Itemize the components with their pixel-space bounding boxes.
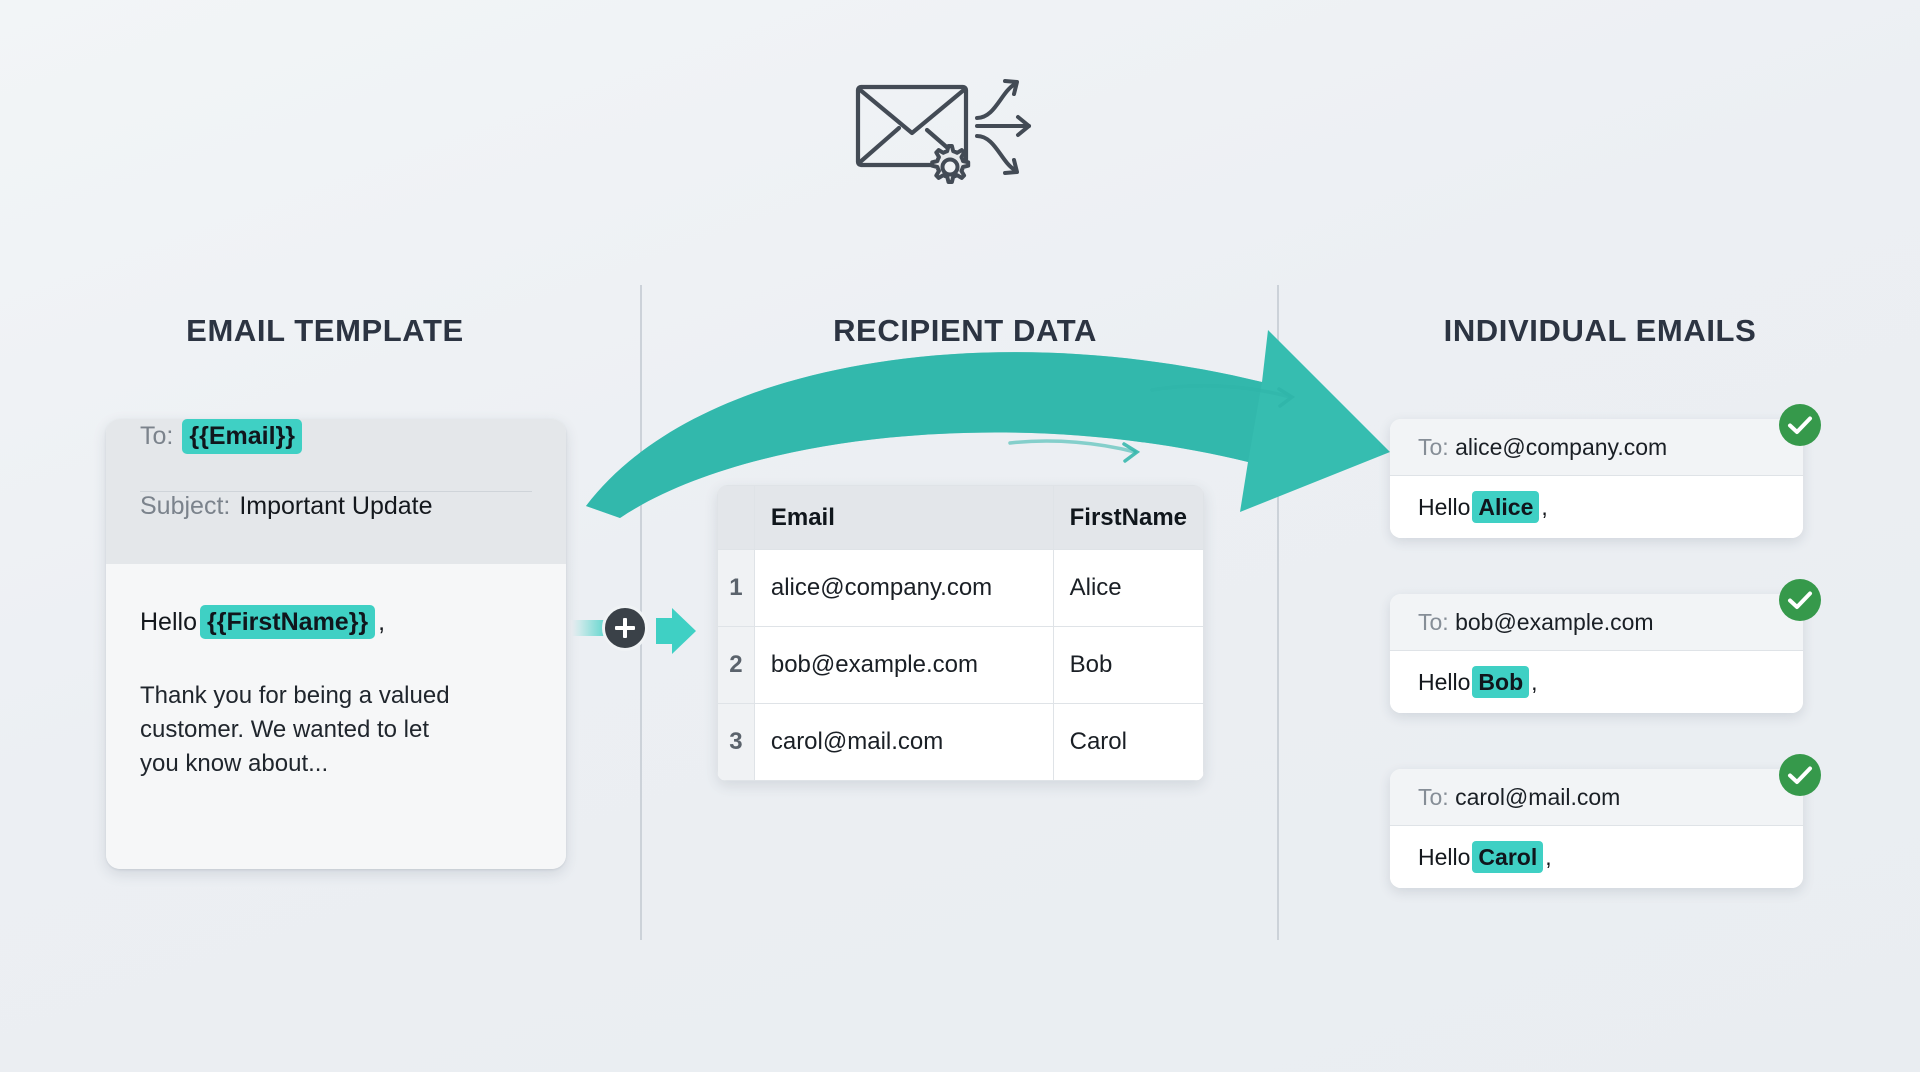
row-email: bob@example.com — [753, 626, 1054, 704]
plus-merge-icon — [602, 605, 648, 651]
table-header-index — [717, 485, 755, 550]
template-subject-value: Important Update — [239, 492, 433, 520]
table-header-email: Email — [753, 485, 1054, 550]
recipient-data-table[interactable]: Email FirstName 1 alice@company.com Alic… — [717, 485, 1204, 781]
email-greeting-suffix: , — [1545, 844, 1552, 870]
check-circle-icon — [1779, 404, 1821, 446]
row-email: alice@company.com — [753, 549, 1054, 627]
template-to-label: To: — [140, 422, 174, 450]
email-merged-name: Carol — [1472, 841, 1544, 873]
row-index: 1 — [717, 549, 755, 627]
row-firstname: Alice — [1052, 549, 1204, 627]
email-to-value: bob@example.com — [1455, 609, 1654, 635]
template-subject-row: Subject: Important Update — [140, 492, 532, 564]
template-header: To: {{Email}} Subject: Important Update — [106, 419, 566, 564]
column-heading-recipient-data: RECIPIENT DATA — [833, 313, 1097, 348]
row-firstname: Carol — [1052, 703, 1204, 781]
template-body-paragraph: Thank you for being a valued customer. W… — [140, 682, 450, 778]
email-to-line: To: bob@example.com — [1390, 594, 1803, 651]
template-greeting-suffix: , — [378, 608, 386, 636]
email-to-line: To: carol@mail.com — [1390, 769, 1803, 826]
table-row[interactable]: 3 carol@mail.com Carol — [717, 703, 1204, 781]
row-index: 2 — [717, 626, 755, 704]
email-greeting-prefix: Hello — [1418, 844, 1471, 870]
table-header-row: Email FirstName — [717, 485, 1204, 550]
table-row[interactable]: 2 bob@example.com Bob — [717, 626, 1204, 704]
email-to-line: To: alice@company.com — [1390, 419, 1803, 476]
email-greeting-prefix: Hello — [1418, 669, 1471, 695]
template-subject-label: Subject: — [140, 492, 231, 520]
row-email: carol@mail.com — [753, 703, 1054, 781]
check-circle-icon — [1779, 754, 1821, 796]
template-greeting-prefix: Hello — [140, 608, 197, 636]
row-index: 3 — [717, 703, 755, 781]
email-to-prefix: To: — [1418, 434, 1456, 460]
email-template-card[interactable]: To: {{Email}} Subject: Important Update … — [106, 419, 566, 869]
template-body: Hello{{FirstName}}, Thank you for being … — [106, 564, 566, 869]
row-firstname: Bob — [1052, 626, 1204, 704]
email-to-prefix: To: — [1418, 784, 1456, 810]
email-to-prefix: To: — [1418, 609, 1456, 635]
email-greeting-suffix: , — [1531, 669, 1538, 695]
template-greeting-line: Hello{{FirstName}}, — [140, 605, 532, 639]
column-divider-right — [1277, 285, 1279, 940]
template-to-row: To: {{Email}} — [140, 419, 532, 492]
email-merged-name: Bob — [1472, 666, 1530, 698]
column-heading-email-template: EMAIL TEMPLATE — [186, 313, 464, 348]
email-greeting-prefix: Hello — [1418, 494, 1471, 520]
check-circle-icon — [1779, 579, 1821, 621]
email-greeting-suffix: , — [1541, 494, 1548, 520]
merge-tag-firstname: {{FirstName}} — [199, 605, 376, 639]
email-to-value: carol@mail.com — [1455, 784, 1621, 810]
table-row[interactable]: 1 alice@company.com Alice — [717, 549, 1204, 627]
envelope-gear-arrows-icon — [855, 68, 1065, 193]
merge-connector — [572, 596, 712, 666]
email-merged-name: Alice — [1472, 491, 1540, 523]
merge-tag-email: {{Email}} — [182, 419, 302, 454]
table-header-firstname: FirstName — [1052, 485, 1204, 550]
email-to-value: alice@company.com — [1455, 434, 1668, 460]
column-heading-individual-emails: INDIVIDUAL EMAILS — [1443, 313, 1757, 348]
